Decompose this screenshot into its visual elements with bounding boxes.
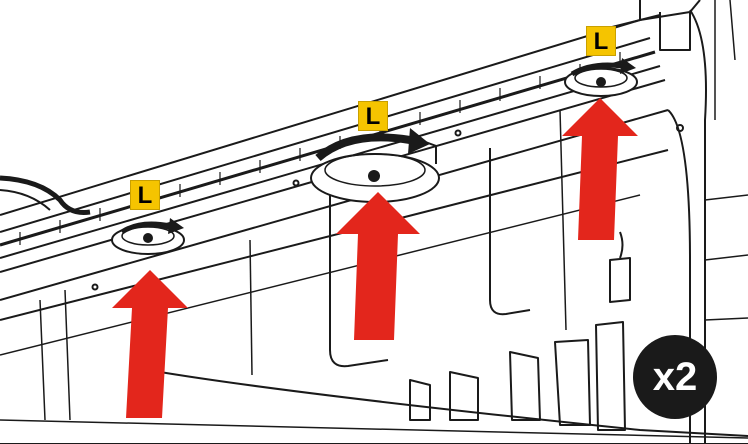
rotate-clockwise-icon <box>120 221 171 235</box>
label-badge-left: L <box>130 180 160 210</box>
mount-disc-left <box>111 218 185 255</box>
arrow-group <box>112 98 638 418</box>
rotate-clockwise-icon <box>315 133 411 162</box>
rotate-clockwise-icon <box>570 62 623 77</box>
quantity-badge: x2 <box>633 335 717 419</box>
mount-disc-center <box>310 128 440 203</box>
rail-bottom-edge <box>0 109 669 301</box>
mount-disc-right <box>564 58 638 97</box>
label-badge-center: L <box>358 101 388 131</box>
rail-groove-1 <box>0 37 651 233</box>
up-arrow-icon <box>562 98 638 240</box>
label-badge-right: L <box>586 26 616 56</box>
up-arrow-icon <box>336 192 420 340</box>
up-arrow-icon <box>112 270 188 418</box>
